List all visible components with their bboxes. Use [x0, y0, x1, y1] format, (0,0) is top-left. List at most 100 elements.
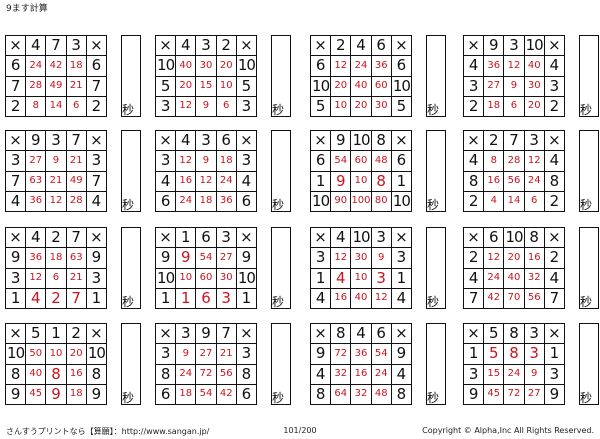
left-number: 6: [311, 56, 332, 77]
right-number: 2: [544, 191, 565, 212]
right-number: 3: [86, 268, 107, 289]
seconds-label: 秒: [427, 198, 440, 212]
right-number: 6: [391, 56, 412, 77]
top-number: 9: [196, 324, 217, 345]
seconds-label: 秒: [272, 103, 285, 117]
top-number: 9: [26, 131, 47, 152]
answer-cell: 64: [331, 384, 352, 405]
top-number: 3: [176, 324, 197, 345]
right-number: 8: [544, 171, 565, 192]
time-box: [579, 130, 599, 212]
answer-cell: 9: [504, 76, 525, 97]
top-number: 10: [504, 228, 525, 249]
answer-cell: 54: [196, 384, 217, 405]
answer-cell: 42: [46, 56, 67, 77]
answer-cell: 18: [46, 248, 67, 269]
seconds-label: 秒: [122, 198, 135, 212]
answer-cell: 40: [504, 268, 525, 289]
left-number: 7: [464, 288, 485, 309]
right-number: 4: [86, 191, 107, 212]
top-number: 6: [216, 131, 237, 152]
answer-cell: 4: [484, 191, 505, 212]
left-number: 5: [156, 76, 177, 97]
left-number: 10: [311, 191, 332, 212]
answer-cell: 9: [46, 151, 67, 172]
seconds-label: 秒: [580, 103, 593, 117]
answer-cell: 24: [504, 364, 525, 385]
answer-cell: 16: [484, 171, 505, 192]
top-number: 4: [331, 228, 352, 249]
answer-cell: 27: [216, 248, 237, 269]
answer-cell: 3: [371, 268, 392, 289]
right-number: 6: [86, 56, 107, 77]
time-box: [271, 130, 291, 212]
seconds-label: 秒: [272, 391, 285, 405]
left-number: 2: [6, 96, 27, 117]
left-number: 2: [464, 96, 485, 117]
top-number: 8: [371, 131, 392, 152]
answer-cell: 10: [46, 344, 67, 365]
answer-cell: 16: [524, 248, 545, 269]
left-number: 2: [464, 191, 485, 212]
answer-cell: 56: [524, 288, 545, 309]
left-number: 8: [6, 364, 27, 385]
left-number: 9: [6, 248, 27, 269]
top-number: 9: [331, 131, 352, 152]
answer-cell: 12: [176, 96, 197, 117]
answer-cell: 16: [351, 364, 372, 385]
answer-cell: 10: [351, 268, 372, 289]
left-number: 3: [156, 151, 177, 172]
answer-cell: 24: [371, 364, 392, 385]
top-number: 3: [66, 36, 87, 57]
multiply-sign: ×: [86, 324, 107, 345]
right-number: 7: [86, 76, 107, 97]
left-number: 4: [464, 151, 485, 172]
answer-cell: 54: [331, 151, 352, 172]
answer-cell: 27: [484, 76, 505, 97]
left-number: 10: [156, 56, 177, 77]
right-number: 10: [236, 268, 257, 289]
top-number: 10: [524, 36, 545, 57]
right-number: 10: [391, 191, 412, 212]
right-number: 5: [391, 96, 412, 117]
top-number: 3: [196, 36, 217, 57]
multiply-sign: ×: [544, 324, 565, 345]
answer-cell: 9: [524, 364, 545, 385]
answer-cell: 28: [504, 151, 525, 172]
answer-cell: 18: [196, 191, 217, 212]
multiply-sign: ×: [391, 36, 412, 57]
seconds-label: 秒: [272, 198, 285, 212]
top-number: 4: [26, 36, 47, 57]
left-number: 1: [311, 171, 332, 192]
left-number: 6: [311, 151, 332, 172]
seconds-label: 秒: [580, 391, 593, 405]
right-number: 4: [236, 171, 257, 192]
top-number: 3: [371, 228, 392, 249]
left-number: 10: [311, 76, 332, 97]
top-number: 4: [351, 36, 372, 57]
answer-cell: 6: [216, 96, 237, 117]
top-number: 4: [176, 36, 197, 57]
top-number: 6: [371, 324, 392, 345]
footer-site: さんすうプリントなら【算願】：http://www.sangan.jp/: [6, 427, 210, 436]
time-box: [579, 227, 599, 309]
answer-cell: 24: [484, 268, 505, 289]
answer-cell: 20: [176, 76, 197, 97]
answer-cell: 18: [216, 151, 237, 172]
top-number: 4: [351, 324, 372, 345]
left-number: 9: [464, 384, 485, 405]
answer-cell: 18: [66, 384, 87, 405]
answer-cell: 54: [371, 344, 392, 365]
left-number: 1: [464, 344, 485, 365]
answer-cell: 20: [216, 56, 237, 77]
